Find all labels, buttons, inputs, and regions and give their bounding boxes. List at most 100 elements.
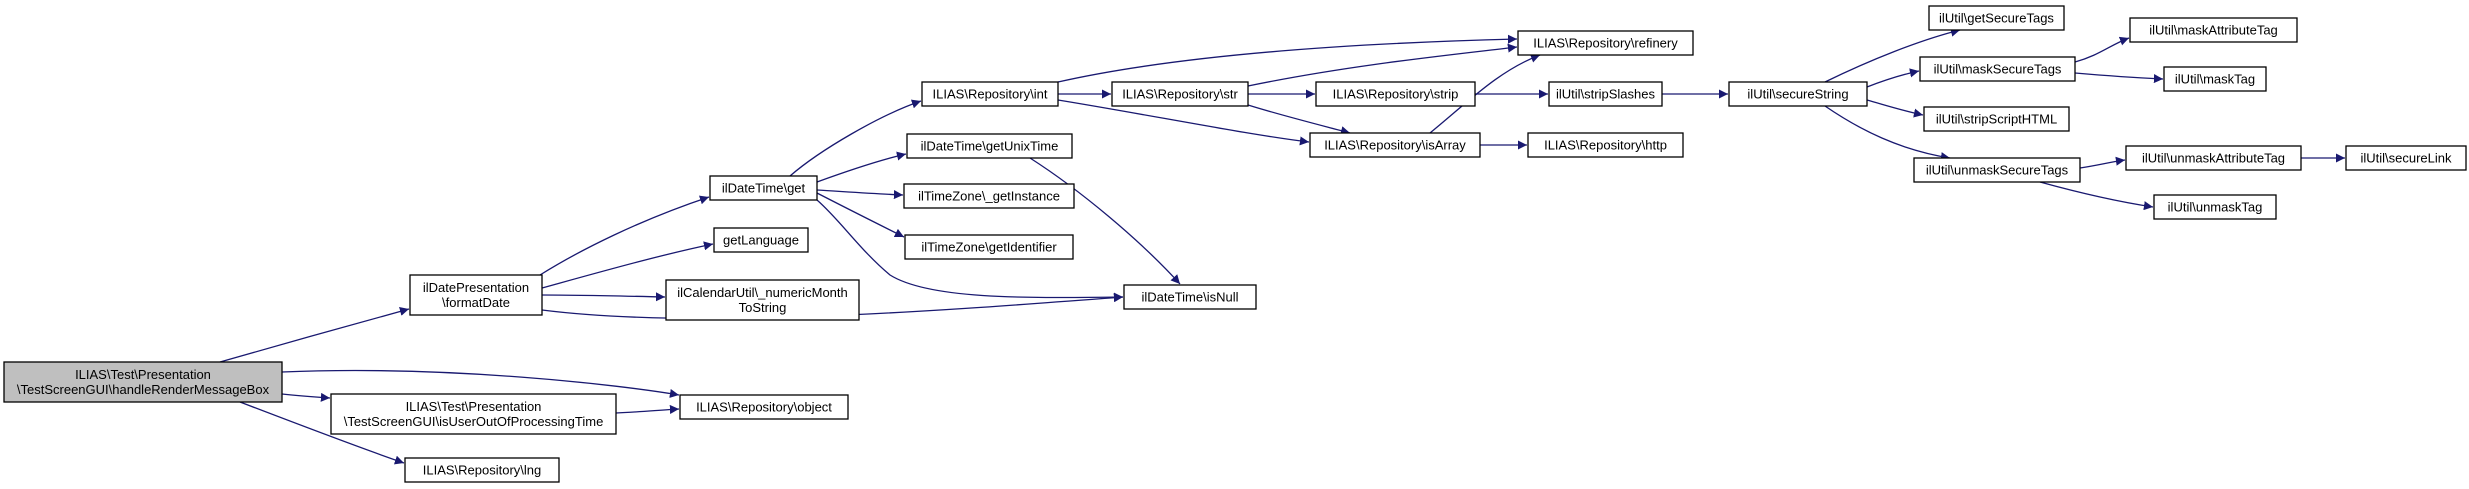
node-label: ILIAS\Repository\refinery (1533, 36, 1678, 51)
node-strip-slashes[interactable]: ilUtil\stripSlashes (1548, 81, 1663, 107)
node-mask-tag[interactable]: ilUtil\maskTag (2163, 66, 2267, 92)
edge-line (1057, 99, 1310, 146)
edge-line (1429, 53, 1541, 134)
node-label: ilDatePresentation (423, 280, 529, 295)
edge-repo-int-to-repo-is-array (1057, 99, 1310, 146)
node-label: ilUtil\unmaskTag (2168, 200, 2263, 215)
node-label: ilTimeZone\_getInstance (918, 189, 1060, 204)
edge-line (2039, 181, 2154, 211)
node-label: ilUtil\secureLink (2360, 151, 2452, 166)
edge-line (1247, 104, 1351, 136)
node-lng[interactable]: ILIAS\Repository\lng (404, 457, 560, 483)
node-label: ilUtil\stripSlashes (1556, 87, 1655, 102)
node-repo-int[interactable]: ILIAS\Repository\int (921, 81, 1059, 107)
node-box (713, 227, 809, 253)
edge-line (1866, 68, 1920, 88)
node-label: ToString (739, 300, 787, 315)
edge-line (1029, 157, 1181, 285)
edge-line (1866, 99, 1924, 118)
node-tz-get-identifier[interactable]: ilTimeZone\getIdentifier (904, 234, 1074, 260)
node-is-null[interactable]: ilDateTime\isNull (1123, 284, 1257, 310)
node-root[interactable]: ILIAS\Test\Presentation\TestScreenGUI\ha… (3, 361, 283, 403)
node-box (2163, 66, 2267, 92)
edge-line (281, 369, 680, 398)
node-label: ilDateTime\getUnixTime (921, 139, 1059, 154)
node-box (679, 394, 849, 420)
node-dt-get[interactable]: ilDateTime\get (709, 175, 818, 201)
edge-line (1824, 27, 1961, 83)
node-box (1919, 56, 2076, 82)
node-box (665, 279, 860, 321)
node-get-unix-time[interactable]: ilDateTime\getUnixTime (906, 133, 1073, 159)
node-label: ilUtil\unmaskAttributeTag (2142, 151, 2285, 166)
node-label: ilUtil\maskTag (2175, 72, 2255, 87)
edge-repo-str-to-repo-is-array (1247, 104, 1351, 136)
node-label: getLanguage (723, 233, 799, 248)
node-box (2129, 17, 2298, 43)
node-format-date[interactable]: ilDatePresentation\formatDate (409, 274, 543, 316)
node-strip-script-html[interactable]: ilUtil\stripScriptHTML (1923, 106, 2070, 132)
node-unmask-attribute-tag[interactable]: ilUtil\unmaskAttributeTag (2125, 145, 2302, 171)
node-box (3, 361, 283, 403)
node-label: ilTimeZone\getIdentifier (921, 240, 1057, 255)
node-mask-secure-tags[interactable]: ilUtil\maskSecureTags (1919, 56, 2076, 82)
node-unmask-secure-tags[interactable]: ilUtil\unmaskSecureTags (1913, 157, 2081, 183)
node-secure-string[interactable]: ilUtil\secureString (1728, 81, 1868, 107)
node-mask-attribute-tag[interactable]: ilUtil\maskAttributeTag (2129, 17, 2298, 43)
node-is-user-out[interactable]: ILIAS\Test\Presentation\TestScreenGUI\is… (330, 393, 617, 435)
node-box (404, 457, 560, 483)
edge-line (541, 292, 666, 302)
node-label: \formatDate (442, 295, 510, 310)
node-label: ilUtil\getSecureTags (1939, 11, 2054, 26)
edge-line (2079, 156, 2126, 169)
node-get-secure-tags[interactable]: ilUtil\getSecureTags (1928, 5, 2065, 31)
edge-line (816, 199, 1124, 302)
node-tz-get-instance[interactable]: ilTimeZone\_getInstance (903, 183, 1075, 209)
node-label: ilDateTime\isNull (1141, 290, 1238, 305)
node-repo-refinery[interactable]: ILIAS\Repository\refinery (1517, 30, 1694, 56)
edge-secure-string-to-mask-secure-tags (1866, 68, 1920, 88)
edge-dt-get-to-tz-get-instance (816, 189, 904, 200)
node-object[interactable]: ILIAS\Repository\object (679, 394, 849, 420)
edge-format-date-to-dt-get (539, 195, 710, 276)
node-box (2125, 145, 2302, 171)
edge-mask-secure-tags-to-mask-attribute-tag (2074, 36, 2130, 63)
node-label: ilDateTime\get (722, 181, 806, 196)
edge-format-date-to-numeric-month (541, 292, 666, 302)
node-label: ILIAS\Repository\str (1122, 87, 1238, 102)
node-box (2153, 194, 2277, 220)
node-label: ilUtil\maskSecureTags (1934, 62, 2062, 77)
edge-line (816, 189, 904, 200)
edge-dt-get-to-repo-int (789, 99, 922, 177)
node-repo-http[interactable]: ILIAS\Repository\http (1527, 132, 1684, 158)
node-label: ilCalendarUtil\_numericMonth (677, 285, 848, 300)
node-repo-is-array[interactable]: ILIAS\Repository\isArray (1309, 132, 1481, 158)
node-unmask-tag[interactable]: ilUtil\unmaskTag (2153, 194, 2277, 220)
node-label: ILIAS\Repository\int (933, 87, 1048, 102)
edge-line (541, 241, 714, 289)
node-box (2345, 145, 2467, 171)
node-label: ilUtil\unmaskSecureTags (1926, 163, 2069, 178)
edge-line (239, 401, 405, 465)
edge-secure-string-to-get-secure-tags (1824, 27, 1961, 83)
edge-unmask-secure-tags-to-unmask-attribute-tag (2079, 156, 2126, 169)
edge-line (615, 404, 680, 415)
node-box (1527, 132, 1684, 158)
node-label: ILIAS\Repository\http (1544, 138, 1667, 153)
node-repo-str[interactable]: ILIAS\Repository\str (1111, 81, 1249, 107)
node-box (903, 183, 1075, 209)
edge-repo-str-to-repo-refinery (1247, 43, 1518, 87)
node-get-language[interactable]: getLanguage (713, 227, 809, 253)
edge-line (219, 306, 410, 363)
edge-line (1247, 43, 1518, 87)
node-box (904, 234, 1074, 260)
node-secure-link[interactable]: ilUtil\secureLink (2345, 145, 2467, 171)
edge-mask-secure-tags-to-mask-tag (2074, 72, 2164, 84)
node-label: ILIAS\Repository\object (696, 400, 832, 415)
node-label: ilUtil\stripScriptHTML (1936, 112, 2057, 127)
node-box (1923, 106, 2070, 132)
node-box (409, 274, 543, 316)
node-repo-strip[interactable]: ILIAS\Repository\strip (1315, 81, 1476, 107)
edge-line (816, 151, 907, 183)
